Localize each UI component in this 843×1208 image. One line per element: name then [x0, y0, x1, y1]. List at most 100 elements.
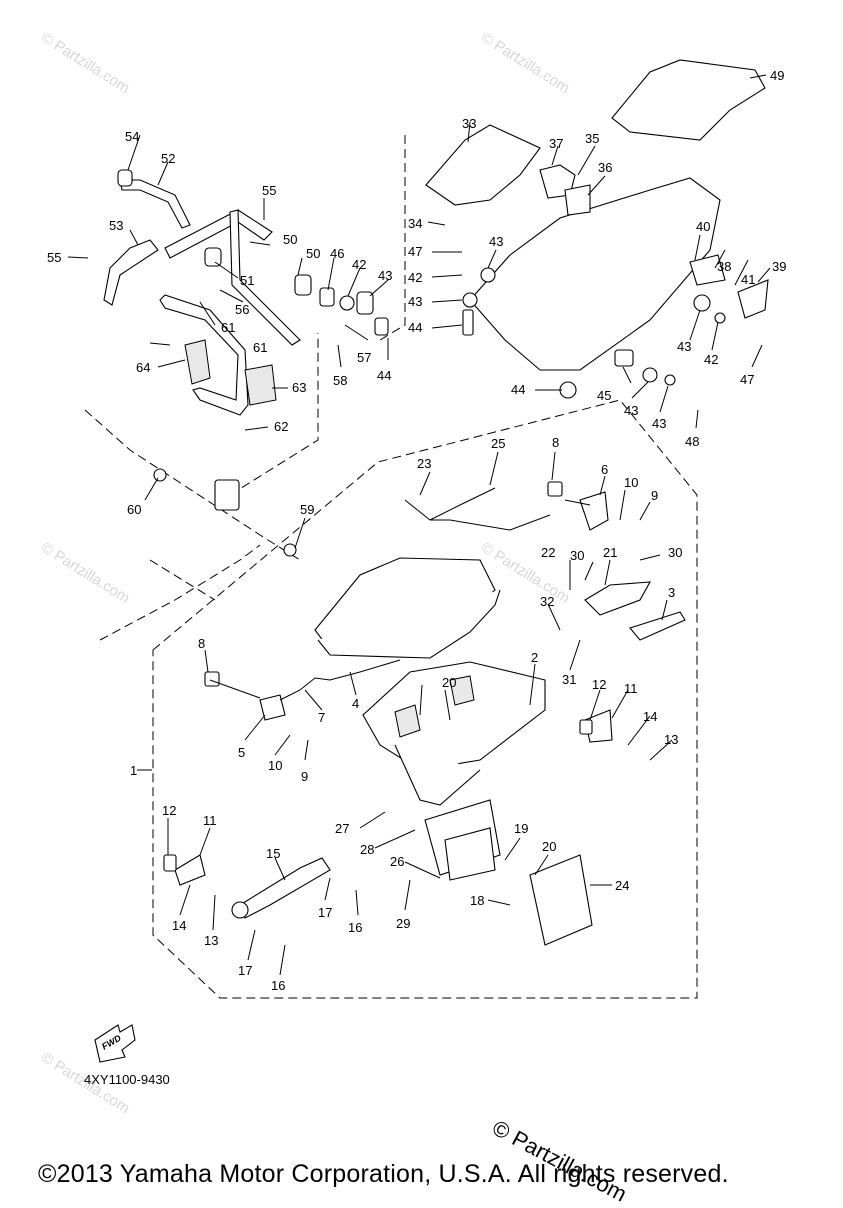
watermark: © Partzilla.com: [38, 29, 133, 97]
wire-harness: [209, 487, 591, 701]
callout-label: 12: [162, 803, 176, 818]
callout-label: 60: [127, 502, 141, 517]
fwd-arrow-icon: FWD: [94, 1024, 136, 1063]
callout-label: 28: [360, 842, 374, 857]
callout-label: 41: [741, 272, 755, 287]
callout-label: 57: [357, 350, 371, 365]
callout-label: 62: [274, 419, 288, 434]
callout-label: 43: [652, 416, 666, 431]
saddlebag-assembly: [163, 481, 686, 946]
callout-label: 30: [570, 548, 584, 563]
callout-label: 45: [597, 388, 611, 403]
callout-label: 15: [266, 846, 280, 861]
callout-label: 42: [704, 352, 718, 367]
callout-label: 47: [408, 244, 422, 259]
callout-label: 43: [677, 339, 691, 354]
saddlebag-cover-assembly: [425, 59, 769, 399]
callout-label: 8: [198, 636, 205, 651]
callout-label: 2: [531, 650, 538, 665]
callout-labels: 1 2 3 4 5 6 7 8 8 9 9 10 10 11 11 12 12 …: [47, 68, 786, 993]
callout-label: 10: [624, 475, 638, 490]
callout-label: 12: [592, 677, 606, 692]
callout-label: 33: [462, 116, 476, 131]
callout-label: 25: [491, 436, 505, 451]
callout-label: 8: [552, 435, 559, 450]
callout-label: 5: [238, 745, 245, 760]
callout-label: 20: [442, 675, 456, 690]
callout-label: 1: [130, 763, 137, 778]
callout-label: 19: [514, 821, 528, 836]
callout-label: 42: [408, 270, 422, 285]
callout-label: 22: [541, 545, 555, 560]
callout-label: 20: [542, 839, 556, 854]
callout-label: 11: [203, 813, 217, 828]
diagram-code: 4XY1100-9430: [84, 1072, 170, 1087]
watermark: © Partzilla.com: [478, 29, 573, 97]
callout-label: 43: [408, 294, 422, 309]
callout-label: 44: [408, 320, 422, 335]
callout-label: 54: [125, 129, 139, 144]
saddlebag-stay-assembly: [103, 169, 389, 416]
callout-label: 16: [348, 920, 362, 935]
callout-label: 9: [301, 769, 308, 784]
callout-label: 61: [253, 340, 267, 355]
watermark: © Partzilla.com: [38, 539, 133, 607]
callout-label: 17: [238, 963, 252, 978]
assembly-outlines: [152, 135, 698, 999]
callout-label: 55: [47, 250, 61, 265]
callout-label: 46: [330, 246, 344, 261]
callout-label: 34: [408, 216, 422, 231]
callout-label: 6: [601, 462, 608, 477]
callout-label: 37: [549, 136, 563, 151]
callout-label: 3: [668, 585, 675, 600]
callout-label: 35: [585, 131, 599, 146]
callout-label: 50: [283, 232, 297, 247]
callout-label: 58: [333, 373, 347, 388]
callout-label: 14: [172, 918, 186, 933]
callout-label: 44: [377, 368, 391, 383]
callout-label: 9: [651, 488, 658, 503]
callout-label: 43: [489, 234, 503, 249]
frame-rail: [84, 409, 301, 641]
callout-label: 52: [161, 151, 175, 166]
callout-label: 48: [685, 434, 699, 449]
callout-label: 49: [770, 68, 784, 83]
callout-label: 64: [136, 360, 150, 375]
callout-label: 50: [306, 246, 320, 261]
callout-label: 56: [235, 302, 249, 317]
callout-label: 44: [511, 382, 525, 397]
callout-label: 14: [643, 709, 657, 724]
callout-label: 21: [603, 545, 617, 560]
callout-label: 17: [318, 905, 332, 920]
callout-label: 4: [352, 696, 359, 711]
callout-label: 39: [772, 259, 786, 274]
callout-label: 26: [390, 854, 404, 869]
callout-label: 51: [240, 273, 254, 288]
callout-label: 43: [378, 268, 392, 283]
callout-label: 40: [696, 219, 710, 234]
leader-lines: [67, 74, 771, 976]
callout-label: 16: [271, 978, 285, 993]
callout-label: 23: [417, 456, 431, 471]
callout-label: 53: [109, 218, 123, 233]
callout-label: 55: [262, 183, 276, 198]
callout-label: 24: [615, 878, 629, 893]
callout-label: 43: [624, 403, 638, 418]
copyright-notice: ©2013 Yamaha Motor Corporation, U.S.A. A…: [38, 1160, 729, 1188]
callout-label: 38: [717, 259, 731, 274]
callout-label: 42: [352, 257, 366, 272]
callout-label: 61: [221, 320, 235, 335]
callout-label: 27: [335, 821, 349, 836]
callout-label: 13: [664, 732, 678, 747]
callout-label: 32: [540, 594, 554, 609]
callout-label: 13: [204, 933, 218, 948]
callout-label: 11: [624, 681, 638, 696]
callout-label: 30: [668, 545, 682, 560]
callout-label: 47: [740, 372, 754, 387]
callout-label: 31: [562, 672, 576, 687]
callout-label: 59: [300, 502, 314, 517]
callout-label: 10: [268, 758, 282, 773]
callout-label: 63: [292, 380, 306, 395]
callout-label: 36: [598, 160, 612, 175]
